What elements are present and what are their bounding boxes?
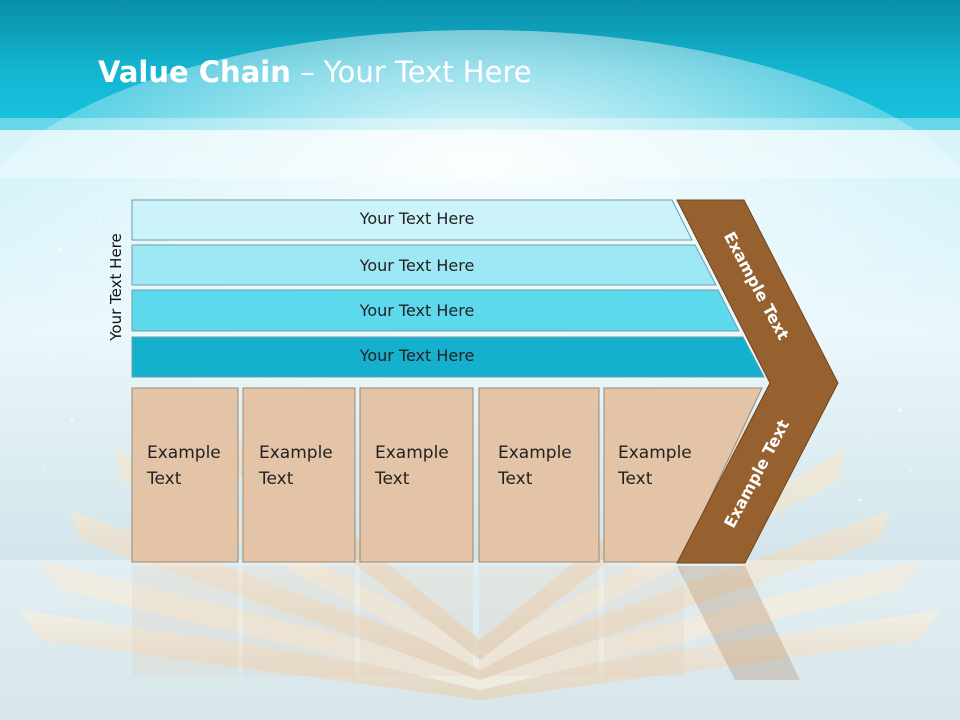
bar-1-label: Your Text Here: [359, 209, 475, 228]
box-1: [131, 387, 239, 563]
box-5-line1: Example: [618, 443, 692, 463]
box-5-line2: Text: [618, 469, 653, 489]
bar-4-label: Your Text Here: [359, 346, 475, 365]
box-2: [242, 387, 356, 563]
box-1-line1: Example: [147, 443, 221, 463]
bar-2-label: Your Text Here: [359, 256, 475, 275]
box-3: [359, 387, 474, 563]
box-3-line2: Text: [375, 469, 410, 489]
chevron-arrow: [676, 199, 839, 564]
bar-3: [131, 289, 740, 332]
box-3-line1: Example: [375, 443, 449, 463]
bar-2: [131, 244, 717, 286]
box-4-line1: Example: [498, 443, 572, 463]
box-2-line1: Example: [259, 443, 333, 463]
box-2-line2: Text: [259, 469, 294, 489]
slide-title: Value Chain – Your Text Here: [98, 55, 532, 89]
box-4: [478, 387, 600, 563]
title-bold: Value Chain: [98, 55, 291, 89]
box-4-line2: Text: [498, 469, 533, 489]
box-1-line2: Text: [147, 469, 182, 489]
bar-1: [131, 199, 693, 241]
title-rest: – Your Text Here: [290, 55, 532, 89]
bar-4: [131, 336, 765, 378]
bar-3-label: Your Text Here: [359, 301, 475, 320]
